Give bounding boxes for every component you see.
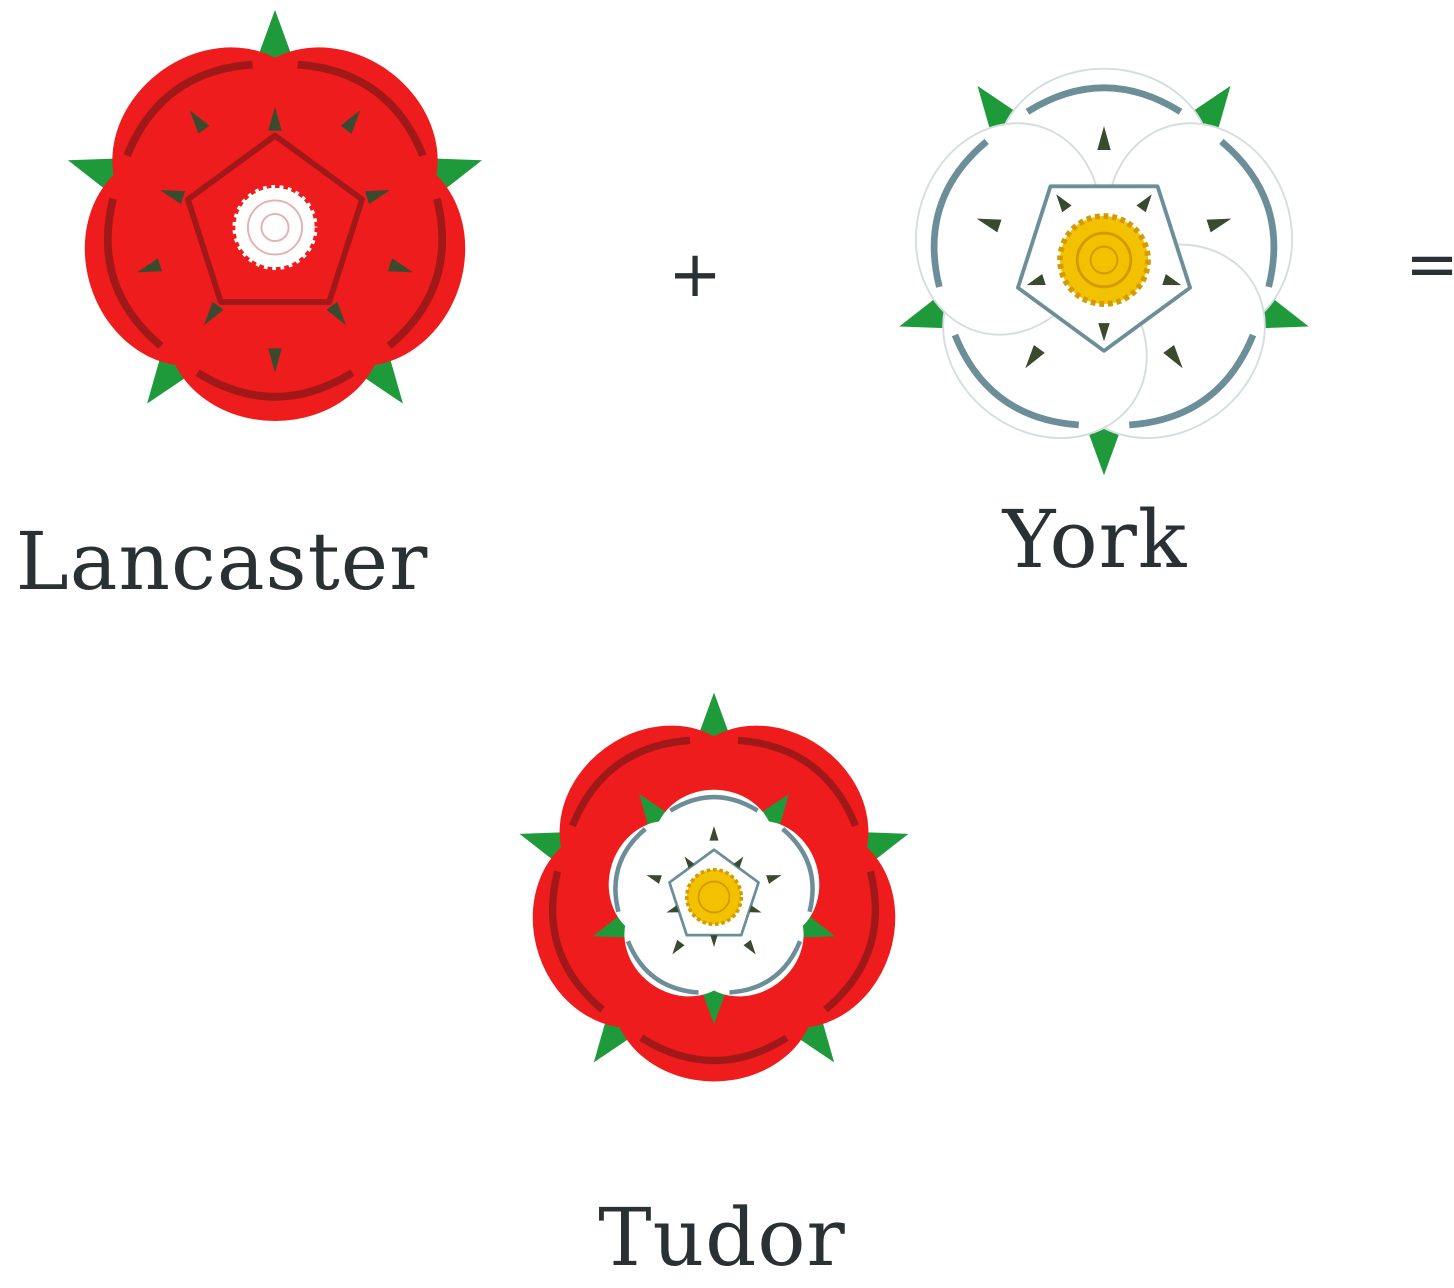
york-label: York	[1003, 500, 1188, 580]
tudor-seed-center	[687, 870, 742, 925]
plus-sign: +	[668, 243, 722, 307]
lancaster-label: Lancaster	[16, 522, 429, 602]
equals-sign: =	[1405, 233, 1454, 297]
lancaster-seed-center	[232, 185, 317, 270]
york-seed-center	[1060, 216, 1148, 304]
york-rose-icon	[875, 40, 1333, 480]
tudor-rose-icon	[505, 682, 923, 1112]
lancaster-rose-icon	[45, 5, 505, 450]
tudor-label: Tudor	[598, 1198, 846, 1278]
